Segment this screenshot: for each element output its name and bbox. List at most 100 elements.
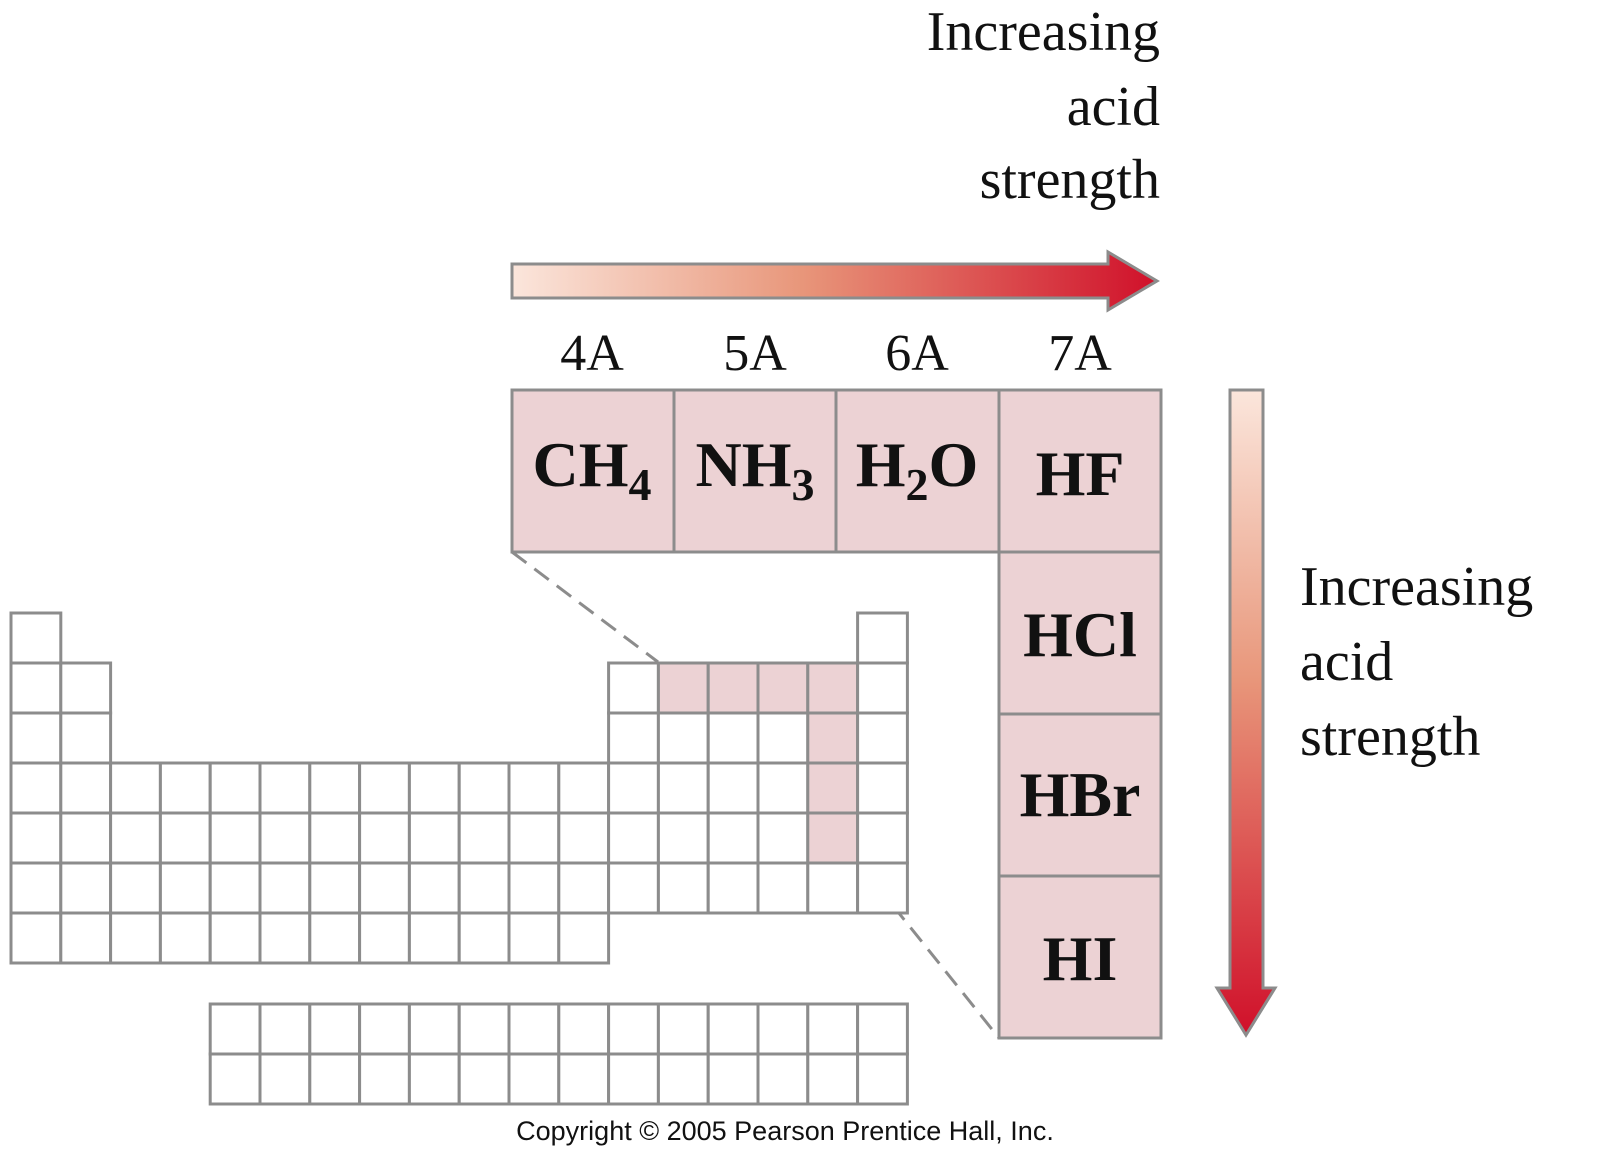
element-cell bbox=[9, 661, 63, 715]
element-cell bbox=[856, 711, 909, 765]
group-label-5a: 5A bbox=[723, 325, 787, 382]
group-label-7a: 7A bbox=[1048, 325, 1112, 382]
periodic-table bbox=[9, 611, 909, 1106]
element-cell bbox=[59, 861, 113, 915]
cell-ch4 bbox=[510, 388, 676, 554]
element-cell bbox=[507, 911, 561, 965]
element-cell bbox=[9, 761, 63, 815]
element-cell bbox=[109, 861, 162, 915]
element-cell bbox=[607, 661, 660, 715]
element-cell bbox=[756, 761, 810, 815]
element-cell bbox=[607, 861, 660, 915]
formula-hf: HF bbox=[1036, 438, 1125, 509]
element-cell bbox=[59, 661, 113, 715]
element-cell bbox=[607, 761, 660, 815]
element-cell bbox=[557, 811, 611, 865]
element-cell bbox=[308, 761, 362, 815]
element-cell bbox=[856, 761, 909, 815]
element-cell bbox=[59, 761, 113, 815]
f-block-cell bbox=[706, 1052, 760, 1106]
f-block-cell bbox=[656, 1052, 710, 1106]
f-block-cell bbox=[358, 1002, 411, 1056]
f-block-cell bbox=[756, 1052, 810, 1106]
element-cell bbox=[258, 761, 312, 815]
element-cell bbox=[557, 911, 611, 965]
f-block-cell bbox=[308, 1052, 362, 1106]
element-cell bbox=[656, 711, 710, 765]
f-block-cell bbox=[656, 1002, 710, 1056]
element-cell bbox=[856, 861, 909, 915]
element-cell bbox=[856, 811, 909, 865]
element-cell bbox=[607, 811, 660, 865]
element-cell bbox=[308, 811, 362, 865]
element-cell bbox=[706, 811, 760, 865]
column-formulas: HCl HBr HI bbox=[1020, 599, 1141, 994]
element-cell bbox=[457, 811, 511, 865]
element-cell bbox=[656, 761, 710, 815]
element-cell-highlighted bbox=[806, 811, 860, 865]
label-line: Increasing bbox=[1300, 556, 1533, 618]
copyright-notice: Copyright © 2005 Pearson Prentice Hall, … bbox=[516, 1116, 1054, 1146]
connector-top bbox=[511, 550, 659, 664]
cell-h2o bbox=[834, 388, 1001, 554]
element-cell bbox=[158, 861, 212, 915]
element-cell bbox=[358, 811, 411, 865]
element-cell bbox=[258, 911, 312, 965]
element-cell bbox=[407, 861, 461, 915]
horizontal-arrow bbox=[510, 249, 1160, 313]
group-labels: 4A 5A 6A 7A bbox=[560, 325, 1112, 382]
f-block-cell bbox=[507, 1052, 561, 1106]
halide-column bbox=[997, 550, 1163, 1040]
element-cell bbox=[9, 861, 63, 915]
element-cell bbox=[9, 611, 63, 665]
group-label-6a: 6A bbox=[885, 325, 949, 382]
f-block-cell bbox=[806, 1002, 860, 1056]
element-cell bbox=[607, 711, 660, 765]
element-cell-highlighted bbox=[756, 661, 810, 715]
f-block-cell bbox=[358, 1052, 411, 1106]
element-cell bbox=[756, 861, 810, 915]
element-cell bbox=[308, 911, 362, 965]
f-block-cell bbox=[457, 1052, 511, 1106]
element-cell bbox=[208, 911, 262, 965]
element-cell bbox=[109, 911, 162, 965]
element-cell bbox=[59, 911, 113, 965]
element-cell bbox=[557, 761, 611, 815]
vertical-arrow bbox=[1214, 388, 1278, 1038]
f-block-cell bbox=[756, 1002, 810, 1056]
f-block-cell bbox=[607, 1002, 660, 1056]
element-cell bbox=[507, 811, 561, 865]
horizontal-arrow-label: Increasing acid strength bbox=[927, 1, 1160, 211]
element-cell-highlighted bbox=[806, 711, 860, 765]
element-cell bbox=[507, 861, 561, 915]
element-cell bbox=[407, 911, 461, 965]
element-cell bbox=[208, 811, 262, 865]
element-cell bbox=[856, 611, 909, 665]
formula-hi: HI bbox=[1043, 923, 1118, 994]
element-cell bbox=[109, 811, 162, 865]
element-cell bbox=[656, 861, 710, 915]
f-block-cell bbox=[607, 1052, 660, 1106]
element-cell bbox=[258, 861, 312, 915]
cell-hf bbox=[997, 388, 1163, 554]
element-cell bbox=[358, 911, 411, 965]
cell-hi bbox=[997, 874, 1163, 1040]
element-cell bbox=[706, 761, 760, 815]
element-cell bbox=[656, 811, 710, 865]
group-label-4a: 4A bbox=[560, 325, 624, 382]
f-block-cell bbox=[258, 1002, 312, 1056]
element-cell bbox=[507, 761, 561, 815]
f-block-cell bbox=[806, 1052, 860, 1106]
f-block-cell bbox=[208, 1052, 262, 1106]
element-cell bbox=[9, 911, 63, 965]
label-line: strength bbox=[1300, 706, 1480, 768]
element-cell bbox=[457, 861, 511, 915]
element-cell bbox=[158, 761, 212, 815]
element-cell bbox=[557, 861, 611, 915]
cell-nh3 bbox=[672, 388, 838, 554]
f-block-cell bbox=[557, 1002, 611, 1056]
element-cell bbox=[706, 861, 760, 915]
element-cell-highlighted bbox=[706, 661, 760, 715]
f-block-cell bbox=[706, 1002, 760, 1056]
